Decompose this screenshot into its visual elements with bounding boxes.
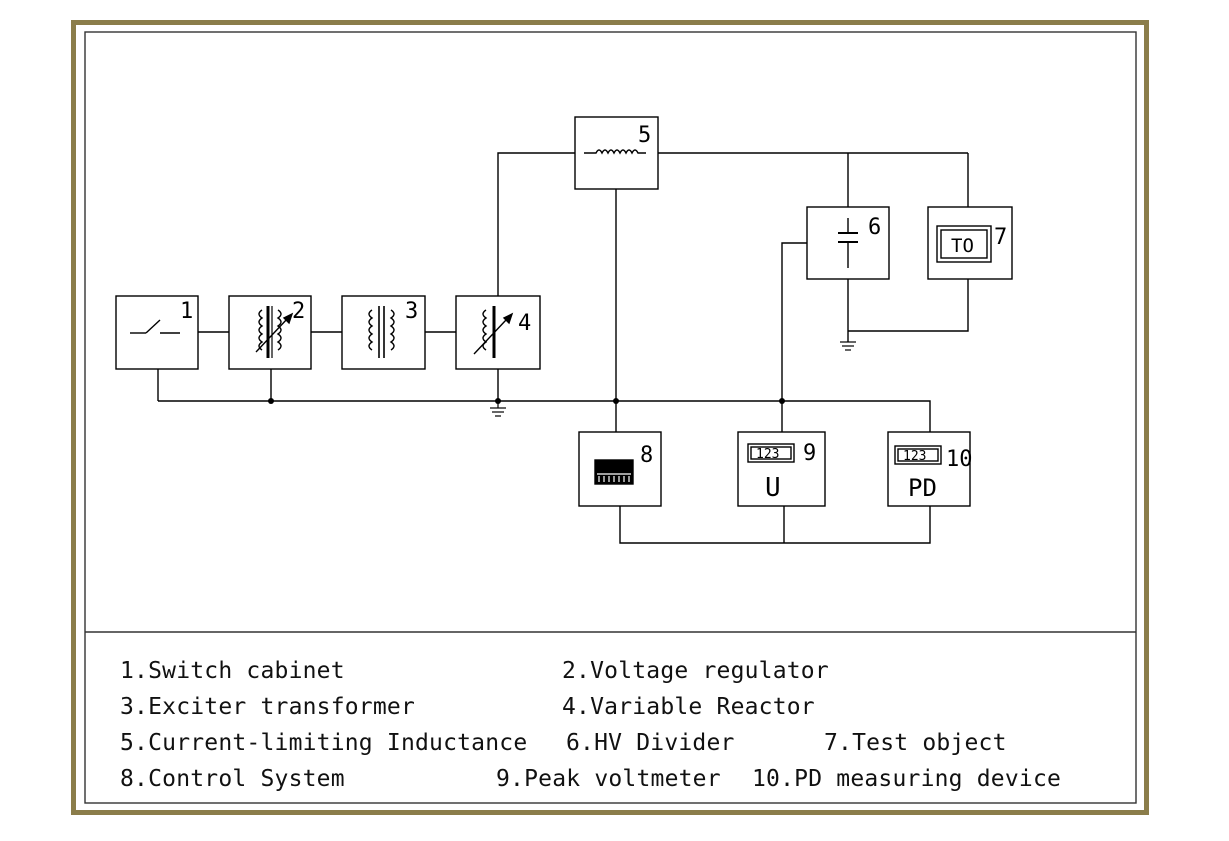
switch-cabinet: 1: [115, 295, 199, 370]
legend-item-8: 8.Control System: [120, 766, 345, 792]
label-8: 8: [640, 443, 653, 468]
peak-voltmeter: 123 U 9: [737, 431, 826, 507]
pd-display: 123: [903, 449, 926, 464]
legend-item-2: 2.Voltage regulator: [562, 658, 829, 684]
test-object-label: TO: [951, 235, 974, 257]
legend-item-6: 6.HV Divider: [566, 730, 735, 756]
current-limiting-inductance: 5: [574, 116, 659, 190]
label-1: 1: [180, 299, 193, 324]
diagram-frame: [71, 20, 1149, 815]
exciter-transformer: 3: [341, 295, 426, 370]
label-5: 5: [638, 123, 651, 148]
voltmeter-display: 123: [756, 447, 779, 462]
inner-border: [84, 31, 1137, 804]
control-system: 8: [578, 431, 662, 507]
test-object: TO 7: [927, 206, 1013, 280]
wires: [157, 152, 969, 544]
legend-item-4: 4.Variable Reactor: [562, 694, 815, 720]
label-3: 3: [405, 299, 418, 324]
ground-symbol-right: [840, 341, 856, 351]
legend-item-1: 1.Switch cabinet: [120, 658, 345, 684]
legend-item-3: 3.Exciter transformer: [120, 694, 415, 720]
legend-item-7: 7.Test object: [824, 730, 1007, 756]
voltage-regulator: 2: [228, 295, 312, 370]
ground-symbol-left: [490, 401, 506, 417]
hv-divider: 6: [806, 206, 890, 280]
pd-symbol: PD: [908, 474, 937, 502]
label-2: 2: [292, 299, 305, 324]
legend-item-10: 10.PD measuring device: [752, 766, 1062, 792]
legend-item-9: 9.Peak voltmeter: [496, 766, 721, 792]
label-6: 6: [868, 215, 881, 240]
legend-item-5: 5.Current-limiting Inductance: [120, 730, 528, 756]
label-10: 10: [946, 447, 973, 472]
label-4: 4: [518, 311, 531, 336]
variable-reactor: 4: [455, 295, 541, 370]
voltmeter-symbol: U: [765, 473, 781, 503]
label-9: 9: [803, 441, 816, 466]
pd-measuring-device: 123 PD 10: [887, 431, 973, 507]
junction-dots: [268, 398, 785, 404]
label-7: 7: [994, 225, 1007, 250]
